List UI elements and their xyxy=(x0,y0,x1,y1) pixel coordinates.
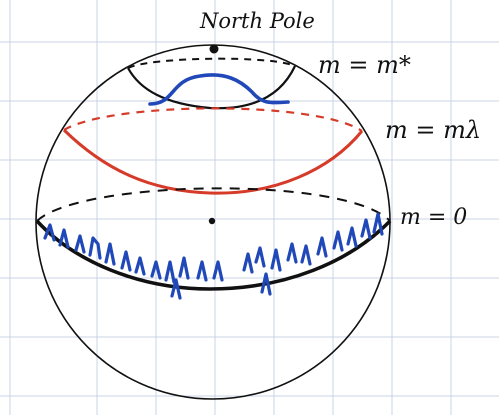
red-circle-back xyxy=(63,107,363,132)
north-pole-dot xyxy=(209,44,219,54)
m-lambda-label: m = mλ xyxy=(385,116,481,144)
center-dot xyxy=(208,217,216,225)
m-star-label: m = m* xyxy=(318,51,411,79)
cap-circle-front xyxy=(127,65,296,110)
m-zero-label: m = 0 xyxy=(400,205,467,230)
equator-back xyxy=(36,187,391,222)
red-circle-front xyxy=(62,128,364,195)
equator-blue-marks xyxy=(43,212,384,300)
north-pole-label: North Pole xyxy=(199,9,315,33)
equator-front xyxy=(35,219,392,291)
cap-circle-back xyxy=(127,57,296,69)
cap-blue-bump xyxy=(148,73,290,106)
